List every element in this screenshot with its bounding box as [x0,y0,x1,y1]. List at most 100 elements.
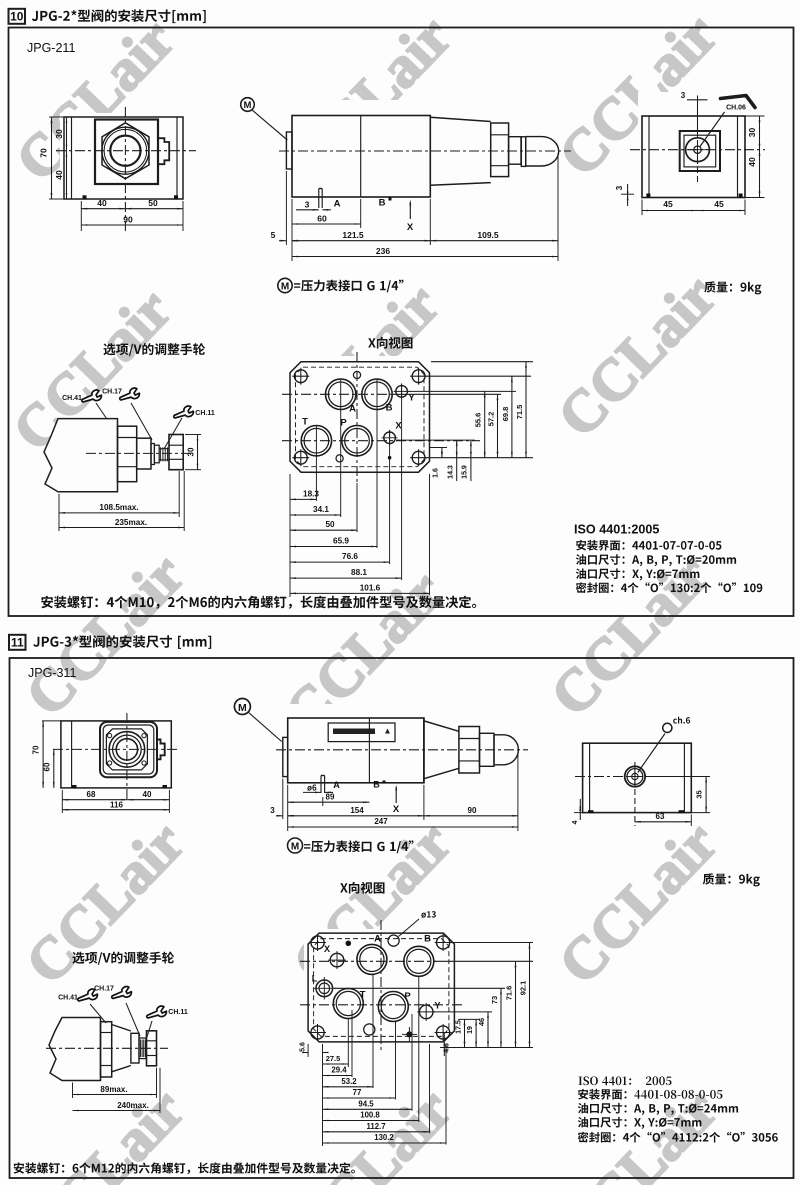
svg-text:X: X [324,944,330,954]
svg-text:121.5: 121.5 [342,230,364,240]
svg-text:5: 5 [271,230,276,240]
svg-text:63: 63 [656,812,665,821]
svg-text:B: B [386,403,393,414]
svg-text:240max.: 240max. [117,1101,149,1110]
svg-text:50: 50 [325,520,335,529]
svg-text:29.4: 29.4 [331,1066,347,1075]
svg-text:154: 154 [350,806,364,815]
svg-text:CH.17: CH.17 [102,389,122,396]
svg-text:P: P [404,991,411,1002]
svg-text:77: 77 [353,1088,362,1097]
svg-text:15.9: 15.9 [462,465,469,479]
svg-text:JPG-311: JPG-311 [28,666,76,680]
svg-text:T: T [302,417,308,428]
svg-text:A: A [333,780,340,790]
svg-text:71.6: 71.6 [505,986,514,1001]
svg-text:40: 40 [97,198,107,208]
svg-text:100.8: 100.8 [360,1111,380,1120]
svg-text:B: B [424,934,431,945]
svg-text:Y: Y [408,393,415,404]
svg-text:ISO 4401:2005: ISO 4401:2005 [574,523,659,537]
svg-text:T: T [360,990,366,1001]
svg-text:M: M [291,842,299,853]
svg-text:10: 10 [10,10,24,24]
svg-text:73: 73 [490,996,499,1004]
svg-text:40: 40 [747,157,757,167]
svg-text:JPG-211: JPG-211 [27,41,75,55]
svg-text:70: 70 [32,745,41,754]
svg-text:A: A [349,404,356,415]
svg-text:109.5: 109.5 [477,230,499,240]
svg-text:30: 30 [187,447,196,456]
svg-text:11: 11 [11,636,24,650]
svg-text:4: 4 [572,820,579,824]
svg-text:17.5: 17.5 [456,1020,463,1034]
svg-text:112.7: 112.7 [366,1122,385,1131]
svg-text:46: 46 [477,1018,486,1026]
svg-text:27.5: 27.5 [326,1054,341,1063]
svg-text:CH.41: CH.41 [62,395,82,402]
svg-text:A: A [334,199,341,210]
svg-text:68: 68 [87,790,96,799]
svg-text:CH.06: CH.06 [726,104,746,111]
svg-text:40: 40 [143,790,152,799]
svg-text:3: 3 [270,806,275,815]
svg-text:90: 90 [468,806,477,815]
svg-text:3: 3 [615,185,624,190]
svg-text:60: 60 [317,213,327,223]
svg-text:88.1: 88.1 [351,568,367,577]
svg-text:53.2: 53.2 [341,1077,357,1086]
svg-text:CH.17: CH.17 [94,986,114,993]
svg-text:116: 116 [110,800,123,809]
svg-text:40: 40 [54,170,64,180]
svg-text:A: A [374,934,381,945]
svg-text:235max.: 235max. [115,518,147,527]
svg-text:76.6: 76.6 [342,552,358,561]
svg-text:CH.41: CH.41 [58,995,78,1002]
svg-text:3: 3 [305,199,310,209]
svg-text:1.6: 1.6 [433,468,440,478]
svg-text:92.1: 92.1 [519,981,528,996]
svg-text:19: 19 [467,1026,474,1034]
svg-text:B: B [373,780,380,790]
svg-text:70: 70 [39,148,49,158]
svg-text:B: B [379,198,386,209]
svg-text:3: 3 [681,91,686,100]
svg-text:236: 236 [376,246,390,256]
svg-text:35: 35 [695,790,704,798]
svg-text:247: 247 [374,817,388,826]
svg-text:50: 50 [148,198,158,208]
svg-text:CH.11: CH.11 [168,1009,188,1016]
svg-text:X: X [407,222,414,233]
svg-text:57.2: 57.2 [487,412,496,427]
svg-text:30: 30 [54,129,64,139]
svg-text:108.5max.: 108.5max. [99,503,138,512]
svg-text:89: 89 [326,793,335,802]
svg-text:X: X [393,804,400,815]
svg-text:60: 60 [43,762,52,771]
svg-text:45: 45 [714,199,724,209]
svg-text:P: P [340,418,347,429]
svg-text:M: M [238,702,247,714]
svg-text:5.6: 5.6 [300,1042,307,1052]
svg-text:M: M [281,281,289,292]
svg-text:71.5: 71.5 [515,405,524,420]
svg-text:94.5: 94.5 [358,1100,374,1109]
svg-text:45: 45 [663,199,673,209]
svg-text:69.8: 69.8 [501,407,510,422]
svg-text:M: M [244,100,252,111]
svg-text:90: 90 [123,214,133,224]
svg-text:18.3: 18.3 [303,489,319,498]
svg-text:89max.: 89max. [100,1085,127,1094]
svg-text:CH.11: CH.11 [195,410,215,417]
svg-text:4.8: 4.8 [444,1043,451,1053]
svg-text:55.6: 55.6 [474,413,483,428]
svg-text:101.6: 101.6 [360,583,381,592]
svg-text:X: X [395,421,402,432]
svg-text:130.2: 130.2 [374,1133,394,1142]
svg-text:Y: Y [434,1001,440,1011]
svg-text:L: L [312,974,318,984]
svg-text:34.1: 34.1 [313,505,329,514]
svg-text:65.9: 65.9 [333,537,349,546]
svg-text:14.3: 14.3 [448,465,455,479]
